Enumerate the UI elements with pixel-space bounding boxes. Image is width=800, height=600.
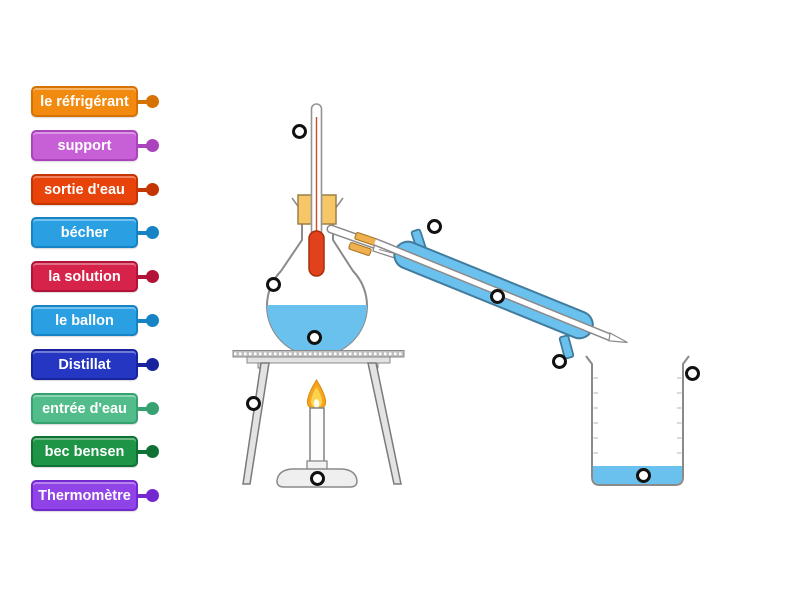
thermometer	[308, 103, 325, 277]
bunsen-burner	[276, 379, 358, 488]
label-chip[interactable]: le réfrigérant	[31, 86, 138, 117]
label-becher: bécher	[31, 217, 159, 249]
label-thermometre: Thermomètre	[31, 480, 159, 512]
label-entree-deau: entrée d'eau	[31, 393, 159, 425]
label-stem	[136, 144, 148, 148]
label-chip[interactable]: le ballon	[31, 305, 138, 336]
label-bec-bensen: bec bensen	[31, 436, 159, 468]
tripod-top-bar	[246, 356, 391, 364]
tripod-left-leg	[242, 362, 270, 485]
label-support: support	[31, 130, 159, 162]
label-knob-icon	[146, 139, 159, 152]
label-la-solution: la solution	[31, 261, 159, 293]
water-inlet-arm	[558, 334, 575, 360]
thermometer-bulb	[308, 230, 325, 277]
tube-sleeve	[348, 242, 372, 256]
label-stem	[136, 275, 148, 279]
label-chip[interactable]: sortie d'eau	[31, 174, 138, 205]
label-knob-icon	[146, 226, 159, 239]
label-le-refrigerant: le réfrigérant	[31, 86, 159, 118]
drop-marker-burner-base[interactable]	[309, 470, 325, 486]
label-knob-icon	[146, 183, 159, 196]
label-le-ballon: le ballon	[31, 305, 159, 337]
label-stem	[136, 100, 148, 104]
label-knob-icon	[146, 358, 159, 371]
label-sortie-deau: sortie d'eau	[31, 174, 159, 206]
label-knob-icon	[146, 489, 159, 502]
label-chip[interactable]: entrée d'eau	[31, 393, 138, 424]
label-chip[interactable]: la solution	[31, 261, 138, 292]
drop-marker-condenser-middle[interactable]	[489, 288, 505, 304]
drop-marker-thermometer-area[interactable]	[291, 123, 307, 139]
label-stem	[136, 363, 148, 367]
label-distillat: Distillat	[31, 349, 159, 381]
tube-tip	[608, 332, 628, 344]
label-chip[interactable]: bec bensen	[31, 436, 138, 467]
beaker-glass	[585, 355, 690, 486]
drop-marker-solution-area[interactable]	[306, 329, 322, 345]
label-knob-icon	[146, 314, 159, 327]
beaker-graduations	[593, 377, 682, 454]
wire-gauze	[232, 350, 405, 358]
label-knob-icon	[146, 445, 159, 458]
burner-barrel	[309, 407, 325, 465]
label-stem	[136, 450, 148, 454]
drop-marker-beaker-liquid[interactable]	[635, 467, 651, 483]
label-stem	[136, 231, 148, 235]
flame-core	[313, 399, 320, 408]
tripod-stand	[232, 350, 405, 485]
label-knob-icon	[146, 95, 159, 108]
drop-marker-condenser-top-arm[interactable]	[426, 218, 442, 234]
drop-marker-flask-area[interactable]	[265, 276, 281, 292]
tripod-right-leg	[367, 362, 402, 485]
drop-marker-tripod-leg[interactable]	[245, 395, 261, 411]
label-knob-icon	[146, 402, 159, 415]
label-chip[interactable]: support	[31, 130, 138, 161]
label-chip[interactable]: Distillat	[31, 349, 138, 380]
label-knob-icon	[146, 270, 159, 283]
label-stem	[136, 407, 148, 411]
label-stem	[136, 319, 148, 323]
beaker	[585, 355, 690, 486]
label-chip[interactable]: Thermomètre	[31, 480, 138, 511]
drop-marker-beaker-rim[interactable]	[684, 365, 700, 381]
label-stem	[136, 188, 148, 192]
flame-inner	[310, 387, 323, 407]
label-stem	[136, 494, 148, 498]
drop-marker-condenser-bottom-arm[interactable]	[551, 353, 567, 369]
label-chip[interactable]: bécher	[31, 217, 138, 248]
